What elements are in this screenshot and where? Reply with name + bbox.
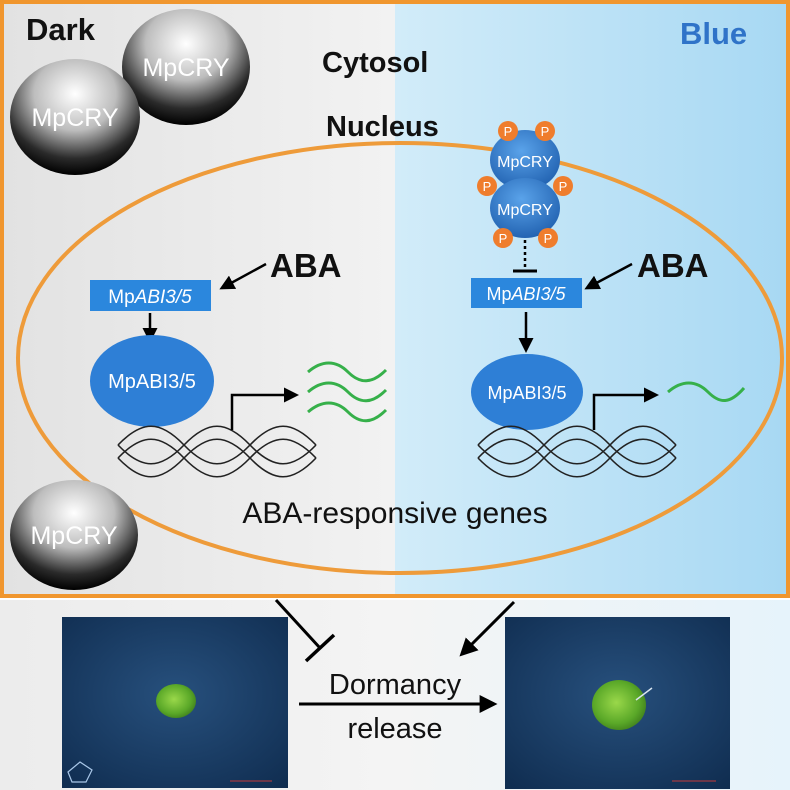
mpcry-cytosol-2: MpCRY xyxy=(10,59,140,175)
arrow-icon xyxy=(219,262,267,290)
transcript-icon xyxy=(307,361,388,423)
protein-label-blue: MpABI3/5 xyxy=(487,383,566,403)
gene-box-blue xyxy=(471,278,582,308)
arrow-icon xyxy=(584,262,633,290)
mpabi35-protein-dark xyxy=(90,335,214,427)
svg-text:P: P xyxy=(483,179,492,194)
inhibition-line-bottom xyxy=(274,598,322,650)
arrow-icon xyxy=(230,387,299,430)
svg-text:P: P xyxy=(504,124,513,139)
micrograph-blue xyxy=(505,617,730,789)
mpcry-cytosol-1: MpCRY xyxy=(122,9,250,125)
phosphate-icon: P xyxy=(538,228,558,248)
blue-panel xyxy=(395,0,790,598)
blue-label: Blue xyxy=(680,16,747,51)
gene-box-dark xyxy=(90,280,211,311)
arrow-icon xyxy=(459,600,516,657)
gemma-germinated xyxy=(592,680,646,730)
aba-responsive-genes-label: ABA-responsive genes xyxy=(242,497,547,530)
mpabi35-protein-blue xyxy=(471,354,583,430)
phosphate-icon: P xyxy=(498,121,518,141)
aba-label-blue: ABA xyxy=(637,247,709,284)
svg-text:P: P xyxy=(499,231,508,246)
phosphate-icon: P xyxy=(553,176,573,196)
release-label: release xyxy=(347,713,442,745)
dna-helix-icon xyxy=(477,425,677,478)
phosphate-icon: P xyxy=(535,121,555,141)
panel-border xyxy=(0,0,790,598)
mpcry-dimer-blue: MpCRY MpCRY xyxy=(490,130,560,238)
aba-label-dark: ABA xyxy=(270,247,342,284)
svg-text:P: P xyxy=(559,179,568,194)
gene-label-dark: MpABI3/5 xyxy=(108,287,192,308)
rhizoid xyxy=(635,687,653,701)
arrow-icon xyxy=(592,387,659,430)
mpcry-label: MpCRY xyxy=(142,54,229,82)
debris-outline xyxy=(67,761,93,783)
micrograph-dark xyxy=(62,617,288,788)
dark-label: Dark xyxy=(26,12,96,47)
inhibition-bar-icon xyxy=(304,633,336,663)
phosphate-icon: P xyxy=(493,228,513,248)
protein-label-dark: MpABI3/5 xyxy=(108,371,196,393)
mpcry-dimer-label-2: MpCRY xyxy=(497,202,553,219)
cytosol-label: Cytosol xyxy=(322,47,428,79)
mpcry-dimer-label-1: MpCRY xyxy=(497,154,553,171)
transcript-icon xyxy=(667,381,746,402)
svg-text:P: P xyxy=(541,124,550,139)
dna-helix-icon xyxy=(117,425,317,478)
dormancy-label: Dormancy xyxy=(329,669,462,701)
gemma-dormant xyxy=(156,684,196,718)
gene-label-blue: MpABI3/5 xyxy=(486,284,566,304)
phosphate-icon: P xyxy=(477,176,497,196)
mpcry-label: MpCRY xyxy=(31,104,118,132)
mpcry-cytosol-3: MpCRY xyxy=(10,480,138,590)
nucleus-label: Nucleus xyxy=(326,111,439,143)
svg-text:P: P xyxy=(544,231,553,246)
nucleus-membrane xyxy=(16,141,784,575)
mpcry-label: MpCRY xyxy=(30,522,117,550)
